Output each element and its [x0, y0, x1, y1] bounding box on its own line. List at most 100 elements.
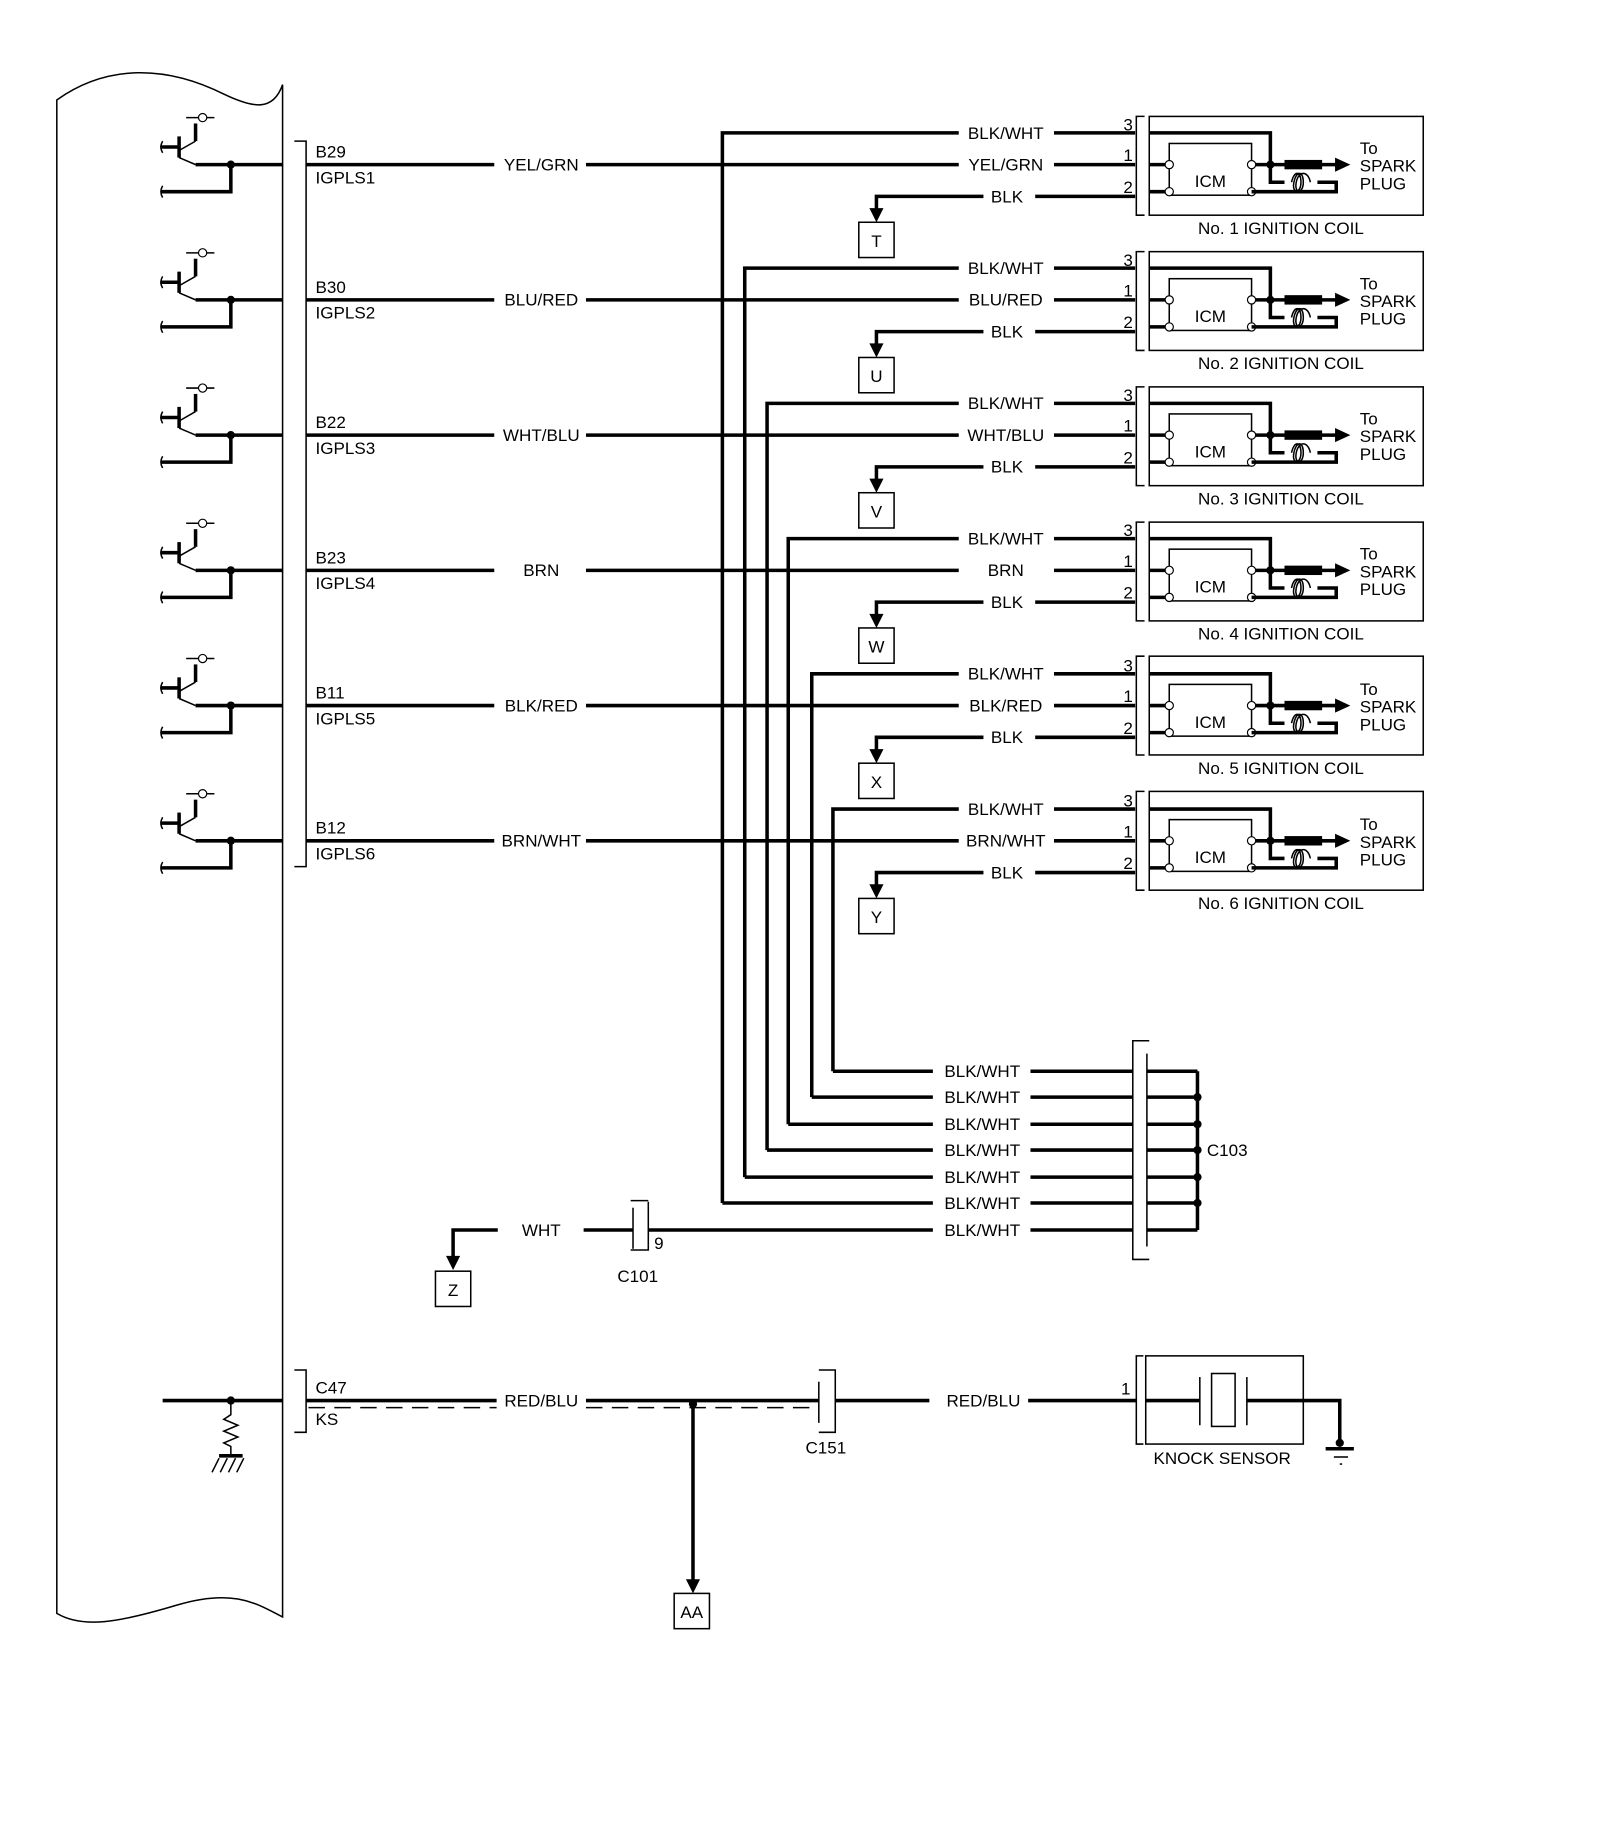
ground-wire: [874, 600, 984, 618]
power-wire: [809, 672, 959, 1098]
pin-number: 3: [1123, 386, 1132, 405]
terminal-circle: [1164, 186, 1174, 197]
arrow-right-icon: [1335, 833, 1351, 848]
reference-box-frame: [858, 491, 895, 529]
break-mark: [160, 275, 164, 289]
knock-sensor-label: KNOCK SENSOR: [1153, 1449, 1290, 1468]
wire-color-label: BRN/WHT: [966, 832, 1046, 851]
suppressor-icon: [1284, 159, 1323, 170]
connector-label: C103: [1207, 1141, 1248, 1160]
connector-label: C151: [805, 1438, 846, 1457]
terminal-circle: [1164, 727, 1174, 738]
terminal-circle: [197, 789, 208, 799]
reference-label: U: [870, 367, 882, 386]
terminal-circle: [197, 248, 208, 258]
wire-color-label: BLK/WHT: [944, 1115, 1020, 1134]
icm-label: ICM: [1195, 848, 1226, 867]
coil-power-wire: [1149, 807, 1285, 861]
pin-number: 3: [1123, 251, 1132, 270]
reference-label: AA: [680, 1603, 703, 1622]
wire-color-label: BRN: [523, 561, 559, 580]
reference-box-T: T: [858, 221, 895, 259]
suppressor-icon: [1284, 700, 1323, 711]
ecu-pin-label: B29: [316, 143, 346, 162]
spark-label: SPARK: [1360, 292, 1417, 311]
pin-number: 2: [1123, 178, 1132, 197]
reference-box-frame: [858, 221, 895, 259]
ecu-connector-bracket: [294, 140, 307, 868]
terminal-circle: [1164, 430, 1174, 440]
icm-label: ICM: [1195, 713, 1226, 732]
emitter-line: [178, 546, 196, 557]
pin-number: 2: [1123, 448, 1132, 467]
junction-dot: [1266, 160, 1275, 169]
reference-box-frame: [858, 356, 895, 394]
wire-color-label: BLK: [991, 187, 1024, 206]
spark-to-label: To: [1360, 545, 1378, 564]
coil-winding-icon: [1290, 443, 1312, 463]
sensor-ground-wire: [1246, 1398, 1342, 1441]
ecu-pin-label: B12: [316, 819, 346, 838]
terminal-circle: [1164, 322, 1174, 332]
wire-color-label: BLK/RED: [969, 696, 1042, 715]
coil-connector-bracket: [1135, 655, 1145, 756]
sensor-connector-bracket: [1135, 1355, 1144, 1445]
reference-box-frame: [858, 897, 895, 935]
power-wire: [742, 266, 959, 1178]
ecu-block: [56, 71, 307, 1623]
reference-box-U: U: [858, 356, 895, 394]
transistor-driver-icon: [160, 789, 283, 875]
power-wire: [720, 131, 959, 1203]
coil-winding-icon: [1290, 307, 1312, 328]
pin-number: 2: [1123, 313, 1132, 332]
reference-box-Y: Y: [858, 897, 895, 935]
icm-module: [1168, 818, 1253, 873]
coil-name-label: No. 3 IGNITION COIL: [1198, 489, 1364, 508]
pin-number: 1: [1123, 281, 1132, 300]
ecu-pin-label: B22: [316, 413, 346, 432]
collector-line: [178, 697, 196, 707]
arrow-down-icon: [869, 208, 884, 223]
coil-power-wire: [1149, 401, 1285, 455]
terminal-circle: [197, 518, 208, 528]
icm-label: ICM: [1195, 442, 1226, 461]
ecu-signal-label: IGPLS1: [316, 168, 376, 187]
arrow-right-icon: [1335, 563, 1351, 578]
wire-color-label: BLK/WHT: [944, 1221, 1020, 1240]
arrow-down-icon: [446, 1255, 461, 1271]
coil-ground-wire: [1251, 856, 1338, 870]
wire-color-label: BLK/WHT: [968, 124, 1044, 143]
break-mark: [160, 726, 164, 739]
emitter-line: [178, 816, 196, 828]
reference-box-frame: [858, 627, 895, 664]
reference-label: Y: [871, 908, 882, 927]
pin-number: 2: [1123, 584, 1132, 603]
ground-wire: [874, 735, 984, 753]
spark-to-label: To: [1360, 680, 1378, 699]
ecu-pin-label: B23: [316, 548, 346, 567]
wire-color-label: BLK/RED: [505, 696, 578, 715]
spark-to-label: To: [1360, 410, 1378, 429]
terminal-circle: [1164, 592, 1174, 603]
spark-to-label: To: [1360, 139, 1378, 158]
emitter-line: [178, 681, 196, 693]
wire-color-label: BLK/WHT: [968, 529, 1044, 548]
coil-name-label: No. 6 IGNITION COIL: [1198, 894, 1364, 913]
resistor-icon: [221, 1400, 240, 1456]
arrow-down-icon: [869, 884, 884, 899]
reference-label: T: [871, 232, 882, 251]
feedback-wire: [161, 840, 233, 870]
pin-number: 1: [1123, 552, 1132, 571]
suppressor-icon: [1284, 565, 1323, 576]
break-mark: [160, 455, 164, 469]
wire-color-label: BLK/WHT: [944, 1168, 1020, 1187]
reference-box-Z: Z: [434, 1270, 472, 1308]
coil-connector-bracket: [1135, 115, 1145, 216]
coil-power-wire: [1149, 131, 1285, 185]
transistor-driver-icon: [160, 653, 283, 739]
